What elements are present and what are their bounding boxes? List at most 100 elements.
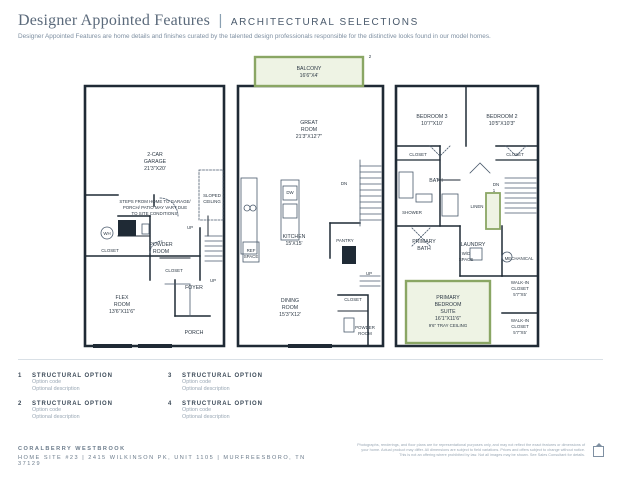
option-number: 3 xyxy=(168,373,173,379)
option-title: STRUCTURAL OPTION xyxy=(32,401,113,407)
option-number: 1 xyxy=(18,373,23,379)
community-name: CORALBERRY WESTBROOK xyxy=(18,446,126,452)
walk-in-closet-a-label-1: WALK-IN xyxy=(511,280,529,285)
ref-space-label-2: SPACE xyxy=(244,254,259,259)
walk-in-closet-a-dimensions: 5'7"X5' xyxy=(513,292,527,297)
walk-in-closet-b-dimensions: 5'7"X5' xyxy=(513,330,527,335)
option-description: Optional description xyxy=(32,414,80,420)
option-code: Option code xyxy=(182,407,212,413)
floor-plans: 2-CAR GARAGE 21'3"X20' STEPS FROM HOME T… xyxy=(0,48,621,360)
dining-room-dimensions: 15'3"X12' xyxy=(279,312,301,318)
page-title: Designer Appointed Features xyxy=(18,12,211,29)
garage-dimensions: 21'3"X20' xyxy=(144,166,166,172)
option-description: Optional description xyxy=(32,386,80,392)
up-arrow-label-b: UP xyxy=(210,278,216,283)
option-title: STRUCTURAL OPTION xyxy=(182,373,263,379)
water-heater-label: WH xyxy=(103,231,110,236)
ref-space-label-1: REF xyxy=(247,248,256,253)
wd-space-label-1: W/D xyxy=(462,251,471,256)
bath-label: BATH xyxy=(429,178,443,184)
dining-room-label-2: ROOM xyxy=(282,305,298,311)
bedroom-3-label: BEDROOM 3 xyxy=(416,114,447,120)
option-heading: 2 STRUCTURAL OPTION xyxy=(18,401,168,407)
legal-disclaimer: Photographs, renderings, and floor plans… xyxy=(315,443,585,458)
option-code: Option code xyxy=(182,379,212,385)
disclaimer-line-3: This is not an offering where prohibited… xyxy=(399,453,585,457)
option-marker-1: 1 xyxy=(493,188,496,193)
first-floor-plan xyxy=(83,84,226,348)
dining-room-label-1: DINING xyxy=(281,298,299,304)
powder-room-label-2: ROOM xyxy=(153,249,169,255)
third-floor-plan xyxy=(394,84,540,348)
sloped-ceiling-label-1: SLOPED xyxy=(203,193,221,198)
option-number: 4 xyxy=(168,401,173,407)
title-separator: | xyxy=(218,12,223,29)
down-arrow-label: DN xyxy=(341,181,347,186)
closet-label: CLOSET xyxy=(344,297,362,302)
shower-label: SHOWER xyxy=(402,210,422,215)
option-item-3: 3 STRUCTURAL OPTION Option code Optional … xyxy=(168,373,318,393)
walk-in-closet-a-label-2: CLOSET xyxy=(511,286,529,291)
up-arrow-label-a: UP xyxy=(187,225,193,230)
porch-label: PORCH xyxy=(185,330,204,336)
tray-ceiling-note: 9'6" TRAY CEILING xyxy=(429,323,468,328)
primary-bath-label-2: BATH xyxy=(417,246,431,252)
sloped-ceiling-label-2: CEILING xyxy=(203,199,221,204)
great-room-label-2: ROOM xyxy=(301,127,317,133)
garage-label-2: GARAGE xyxy=(144,159,167,165)
floor-plan-drawing: 2-CAR GARAGE 21'3"X20' STEPS FROM HOME T… xyxy=(83,54,540,348)
home-site-address: HOME SITE #23 | 2415 WILKINSON PK, UNIT … xyxy=(18,455,306,467)
pantry-label: PANTRY xyxy=(336,238,353,243)
steps-note-2: PORCH/ PATIO MAY VARY DUE xyxy=(123,205,187,210)
powder-room-label-2: ROOM xyxy=(358,331,372,336)
closet-label-a: CLOSET xyxy=(409,152,427,157)
garage-label: 2-CAR xyxy=(147,152,163,158)
primary-suite-label-2: BEDROOM xyxy=(435,302,462,308)
kitchen-label: KITCHEN xyxy=(283,234,306,240)
equal-housing-icon xyxy=(593,443,604,457)
walk-in-closet-b-label-1: WALK-IN xyxy=(511,318,529,323)
page-description: Designer Appointed Features are home det… xyxy=(18,33,491,40)
section-divider xyxy=(18,359,603,360)
option-marker-2: 2 xyxy=(369,54,372,59)
great-room-label-1: GREAT xyxy=(300,120,318,126)
foyer-label: FOYER xyxy=(185,285,203,291)
option-heading: 3 STRUCTURAL OPTION xyxy=(168,373,318,379)
down-arrow-label: DN xyxy=(493,182,499,187)
wd-space-label-2: SPACE xyxy=(459,257,474,262)
steps-note-3: TO SITE CONDITIONS. xyxy=(132,211,179,216)
laundry-label: LAUNDRY xyxy=(461,242,486,248)
second-floor-plan xyxy=(236,84,385,348)
third-floor-fixtures xyxy=(398,145,537,263)
flex-room-label-1: FLEX xyxy=(116,295,130,301)
up-arrow-label: UP xyxy=(366,271,372,276)
disclaimer-line-1: Photographs, renderings, and floor plans… xyxy=(357,443,585,447)
option-title: STRUCTURAL OPTION xyxy=(182,401,263,407)
bedroom-2-dimensions: 10'5"X10'3" xyxy=(489,121,516,127)
title-row: Designer Appointed Features | ARCHITECTU… xyxy=(18,12,608,30)
primary-suite-dimensions: 16'1"X11'6" xyxy=(435,316,461,322)
powder-room-label-1: POWDER xyxy=(355,325,375,330)
option-code: Option code xyxy=(32,379,62,385)
closet-label-b: CLOSET xyxy=(506,152,524,157)
primary-bath-label-1: PRIMARY xyxy=(412,239,436,245)
powder-room-label-1: POWDER xyxy=(149,242,173,248)
first-floor-fixtures xyxy=(100,169,224,317)
walk-in-closet-b-label-2: CLOSET xyxy=(511,324,529,329)
footer-address: CORALBERRY WESTBROOK HOME SITE #23 | 241… xyxy=(18,446,318,467)
bedroom-3-dimensions: 10'7"X10' xyxy=(421,121,443,127)
option-heading: 4 STRUCTURAL OPTION xyxy=(168,401,318,407)
balcony-dimensions: 16'6"X4' xyxy=(300,73,319,79)
flex-room-label-2: ROOM xyxy=(114,302,130,308)
mechanical-label: MECHANICAL xyxy=(505,256,534,261)
bedroom-2-label: BEDROOM 2 xyxy=(486,114,517,120)
great-room-dimensions: 21'3"X12'7" xyxy=(296,134,323,140)
option-description: Optional description xyxy=(182,386,230,392)
option-number: 2 xyxy=(18,401,23,407)
dishwasher-label: DW xyxy=(286,190,294,195)
